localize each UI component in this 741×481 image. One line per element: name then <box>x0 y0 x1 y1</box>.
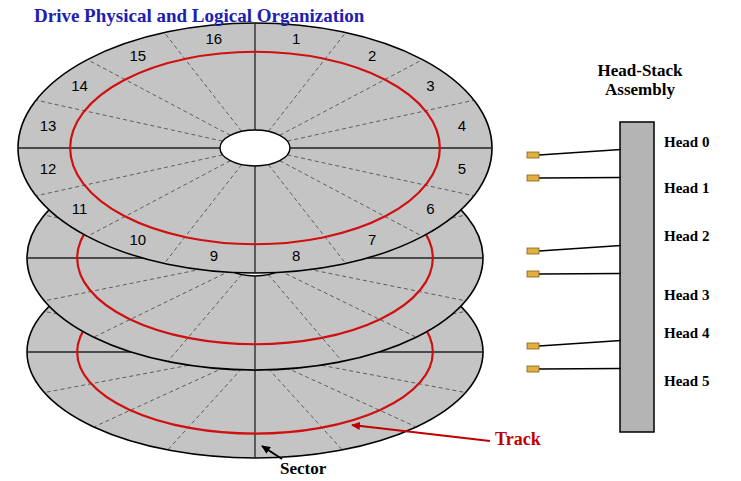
head-label: Head 1 <box>664 180 709 197</box>
sector-line <box>268 33 345 132</box>
sector-number: 3 <box>425 78 435 95</box>
axis-line <box>290 147 492 148</box>
head-arm <box>539 246 621 252</box>
head-arm <box>539 177 621 179</box>
sector-number: 10 <box>128 232 147 249</box>
sector-line <box>168 275 242 362</box>
sector-number: 12 <box>39 161 58 178</box>
sector-number: 15 <box>128 48 147 65</box>
assembly-title: Head-Stack Assembly <box>578 62 702 99</box>
head-arm <box>539 150 621 156</box>
sector-line <box>164 165 241 264</box>
track-label: Track <box>495 430 541 450</box>
sector-number: 11 <box>71 201 89 218</box>
sector-number: 13 <box>39 118 58 135</box>
sector-number: 9 <box>209 248 219 265</box>
head-arm <box>539 341 621 347</box>
sector-line <box>287 100 474 141</box>
head-label: Head 0 <box>664 134 709 151</box>
platter-surface <box>18 23 492 273</box>
sector-line <box>36 155 223 196</box>
sector-number: 7 <box>367 232 377 249</box>
read-write-head <box>527 152 539 158</box>
platter-stack <box>18 23 492 458</box>
sector-number: 14 <box>70 78 89 95</box>
axis-line <box>254 23 255 130</box>
sector-line <box>94 271 230 337</box>
sector-line <box>280 161 423 237</box>
head-arm <box>539 273 621 275</box>
axis-line <box>18 147 220 148</box>
read-write-head <box>527 366 539 372</box>
sector-line <box>287 265 465 301</box>
head-arm <box>539 368 621 370</box>
sector-line <box>280 365 416 427</box>
spindle-hole <box>220 130 290 166</box>
diagram-title: Drive Physical and Logical Organization <box>34 6 364 27</box>
read-write-head <box>527 175 539 181</box>
platter <box>18 23 492 273</box>
head-label: Head 4 <box>664 325 709 342</box>
sector-line <box>268 165 345 264</box>
axis-line <box>254 370 255 458</box>
read-write-head <box>527 248 539 254</box>
sector-label: Sector <box>280 460 326 479</box>
head-label: Head 2 <box>664 228 709 245</box>
read-write-head <box>527 343 539 349</box>
sector-number: 2 <box>367 48 377 65</box>
sector-line <box>268 275 342 362</box>
axis-line <box>254 276 255 370</box>
sector-number: 4 <box>457 118 467 135</box>
sector-number: 16 <box>205 31 224 48</box>
sector-line <box>87 60 230 136</box>
read-write-head <box>527 271 539 277</box>
sector-line <box>164 33 241 132</box>
sector-line <box>268 369 342 450</box>
head-stack-bar <box>620 122 654 432</box>
sector-line <box>87 161 230 237</box>
track-pointer <box>352 425 490 441</box>
head-label: Head 5 <box>664 373 709 390</box>
head-arms <box>527 150 621 373</box>
sector-line <box>168 369 242 450</box>
sector-line <box>94 365 230 427</box>
sector-line <box>44 265 222 301</box>
sector-number: 8 <box>291 248 301 265</box>
sector-line <box>36 100 223 141</box>
head-label: Head 3 <box>664 287 709 304</box>
sector-line <box>287 155 474 196</box>
sector-number: 1 <box>291 31 301 48</box>
sector-number: 6 <box>425 201 435 218</box>
sector-number: 5 <box>457 161 467 178</box>
track-ring <box>70 52 440 245</box>
sector-line <box>280 271 416 337</box>
sector-pointer <box>262 446 282 459</box>
sector-line <box>280 60 423 136</box>
axis-line <box>254 166 255 273</box>
